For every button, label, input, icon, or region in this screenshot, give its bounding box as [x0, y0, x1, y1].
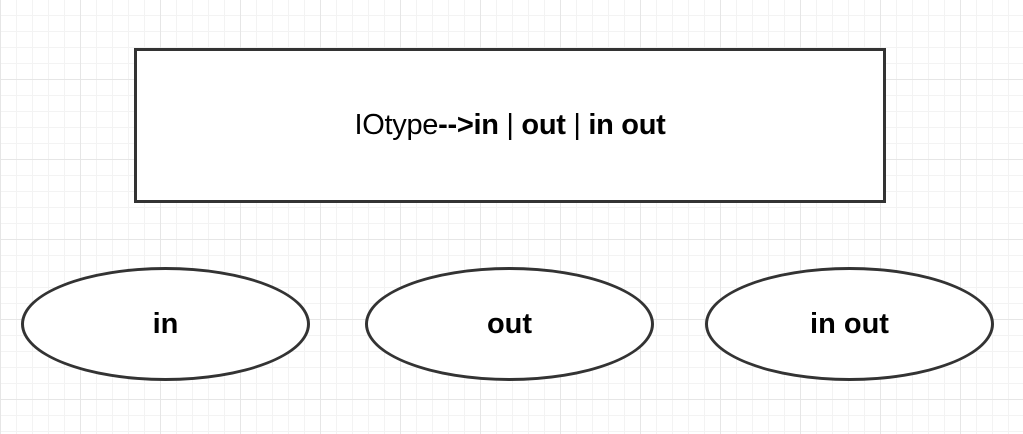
grammar-lhs: IOtype	[354, 109, 439, 141]
node-in-label: in	[152, 307, 179, 340]
grammar-arrow: -->	[438, 109, 474, 141]
grammar-alt-in-out: in out	[588, 109, 666, 141]
grammar-rule-box[interactable]: IOtype-->in | out | in out	[134, 48, 886, 203]
grammar-separator: |	[498, 109, 522, 141]
node-in-out[interactable]: in out	[705, 267, 994, 381]
grammar-alt-out: out	[521, 109, 566, 141]
grammar-alt-in: in	[473, 109, 499, 141]
node-in[interactable]: in	[21, 267, 310, 381]
grammar-rule-text: IOtype-->in | out | in out	[355, 109, 666, 142]
node-in-out-label: in out	[810, 307, 889, 340]
node-out-label: out	[486, 307, 533, 340]
grammar-separator: |	[565, 109, 589, 141]
node-out[interactable]: out	[365, 267, 654, 381]
